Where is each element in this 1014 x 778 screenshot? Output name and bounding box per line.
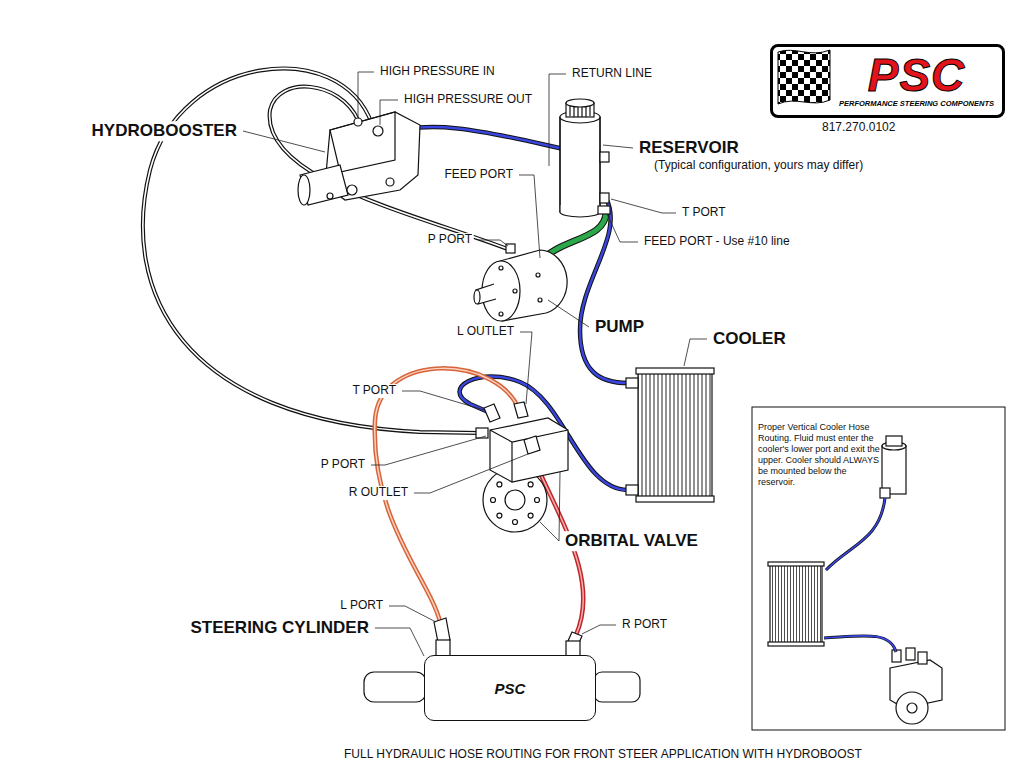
component-name: STEERING CYLINDER bbox=[188, 618, 371, 638]
port-label: R OUTLET bbox=[347, 486, 410, 500]
component-name: HYDROBOOSTER bbox=[90, 121, 239, 141]
port-label: P PORT bbox=[319, 458, 367, 472]
logo-box: PSC PERFORMANCE STEERING COMPONENTS bbox=[770, 44, 1005, 118]
cylinder-body: PSC bbox=[424, 655, 596, 721]
port-label: FEED PORT - Use #10 line bbox=[642, 235, 792, 249]
node-text: PSC bbox=[495, 680, 526, 697]
phone-number: 817.270.0102 bbox=[820, 121, 897, 135]
node-text: Proper Vertical Cooler Hose Routing. Flu… bbox=[758, 422, 882, 488]
caption: FULL HYDRAULIC HOSE ROUTING FOR FRONT ST… bbox=[342, 748, 864, 762]
inset-note: Proper Vertical Cooler Hose Routing. Flu… bbox=[756, 420, 884, 506]
leader-lines bbox=[243, 72, 707, 656]
component-name: RESERVOIR bbox=[637, 138, 741, 158]
components bbox=[298, 99, 942, 724]
logo-flag bbox=[778, 50, 830, 104]
hoses bbox=[143, 69, 628, 635]
node-subtext: PERFORMANCE STEERING COMPONENTS bbox=[839, 100, 994, 108]
note: (Typical configuration, yours may differ… bbox=[652, 159, 865, 173]
port-label: P PORT bbox=[426, 233, 474, 247]
component-name: PUMP bbox=[593, 317, 646, 337]
component-name: COOLER bbox=[711, 329, 788, 349]
inset-frame bbox=[752, 407, 1005, 730]
port-label: L PORT bbox=[338, 599, 385, 613]
port-label: L OUTLET bbox=[455, 325, 516, 339]
port-label: R PORT bbox=[620, 618, 669, 632]
component-name: ORBITAL VALVE bbox=[563, 531, 700, 551]
port-label: T PORT bbox=[680, 206, 728, 220]
port-label: T PORT bbox=[350, 384, 398, 398]
node-text: PSC bbox=[868, 52, 966, 98]
port-label: HIGH PRESSURE OUT bbox=[402, 93, 534, 107]
port-label: HIGH PRESSURE IN bbox=[378, 65, 497, 79]
hose-label: RETURN LINE bbox=[570, 67, 654, 81]
inset-hoses bbox=[824, 498, 896, 652]
port-label: FEED PORT bbox=[443, 168, 515, 182]
